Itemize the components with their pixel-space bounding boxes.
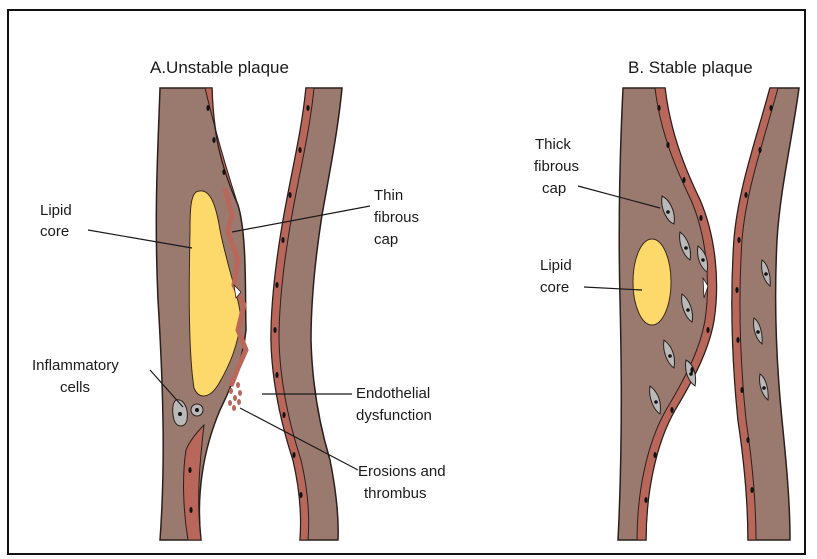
endothelial-label-2: dysfunction	[356, 407, 432, 424]
panel-b-right-wall	[732, 88, 799, 540]
panel-a-title: A.Unstable plaque	[150, 58, 289, 77]
endothelial-label-1: Endothelial	[356, 385, 430, 402]
thin-cap-label-3: cap	[374, 231, 398, 248]
panel-b-stable: B. Stable plaque Thick fibrous cap Lipid…	[534, 58, 799, 540]
thick-cap-label-2: fibrous	[534, 158, 579, 175]
panel-b-title: B. Stable plaque	[628, 58, 753, 77]
panel-a-lipid-label-2: core	[40, 223, 69, 240]
inflammatory-label-2: cells	[60, 379, 90, 396]
thick-cap-label-1: Thick	[535, 136, 571, 153]
panel-b-lipid-label-1: Lipid	[540, 257, 572, 274]
erosions-label-2: thrombus	[364, 485, 427, 502]
thick-cap-label-3: cap	[542, 180, 566, 197]
panel-a-right-wall	[271, 88, 342, 540]
panel-b-lipid-label-2: core	[540, 279, 569, 296]
inflammatory-label-1: Inflammatory	[32, 357, 119, 374]
thin-cap-label-2: fibrous	[374, 209, 419, 226]
panel-a-unstable: A.Unstable plaque Lipid core Thin fibrou…	[32, 58, 446, 540]
erosions-label-1: Erosions and	[358, 463, 446, 480]
panel-b-left-wall	[618, 88, 716, 540]
panel-b-lipid-core	[633, 239, 671, 325]
panel-a-lipid-label-1: Lipid	[40, 202, 72, 219]
thin-cap-label-1: Thin	[374, 187, 403, 204]
